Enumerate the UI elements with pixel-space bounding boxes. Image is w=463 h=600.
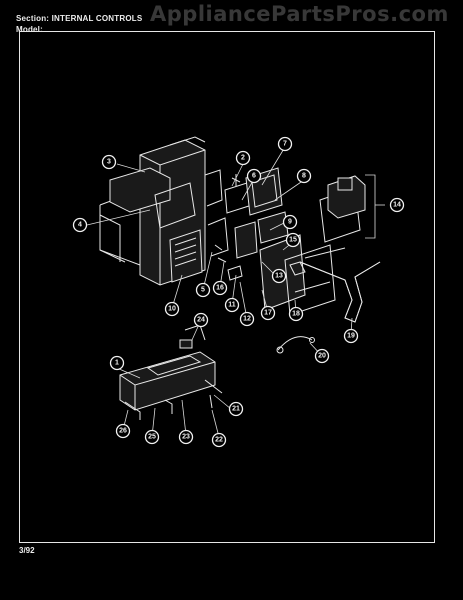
callout-4: 4 — [72, 217, 88, 233]
callout-10-label: 10 — [168, 306, 176, 313]
callout-7-label: 7 — [283, 141, 287, 148]
callout-11-label: 11 — [228, 302, 236, 309]
callout-2: 2 — [235, 150, 251, 166]
callout-17: 17 — [260, 305, 276, 321]
callout-9: 9 — [282, 214, 298, 230]
callout-26-label: 26 — [119, 428, 127, 435]
callout-20: 20 — [314, 348, 330, 364]
callout-20-label: 20 — [318, 353, 326, 360]
callout-16-label: 16 — [216, 285, 224, 292]
callout-7: 7 — [277, 136, 293, 152]
section-title: Section: INTERNAL CONTROLS — [16, 14, 143, 23]
callout-22: 22 — [211, 432, 227, 448]
callout-22-label: 22 — [215, 437, 223, 444]
callout-5-label: 5 — [201, 287, 205, 294]
callout-23-label: 23 — [182, 434, 190, 441]
callout-6-label: 6 — [252, 173, 256, 180]
wire-harness-drawing — [299, 261, 381, 323]
callout-12-label: 12 — [243, 316, 251, 323]
callout-25-label: 25 — [148, 434, 156, 441]
callout-16: 16 — [212, 280, 228, 296]
callout-13-label: 13 — [275, 273, 283, 280]
callout-8-label: 8 — [302, 173, 306, 180]
model-line: Model: — [16, 25, 43, 34]
diagram-header: Section: INTERNAL CONTROLS Model: — [16, 13, 142, 35]
date-code: 3/92 — [19, 546, 35, 555]
callout-15: 15 — [285, 232, 301, 248]
callout-26: 26 — [115, 423, 131, 439]
callout-24-label: 24 — [197, 317, 205, 324]
callout-2-label: 2 — [241, 155, 245, 162]
callout-19: 19 — [343, 328, 359, 344]
callout-15-label: 15 — [289, 237, 297, 244]
callout-8: 8 — [296, 168, 312, 184]
callout-5: 5 — [195, 282, 211, 298]
callout-21-label: 21 — [232, 406, 240, 413]
callout-13: 13 — [271, 268, 287, 284]
callout-14-label: 14 — [393, 202, 401, 209]
control-board-drawing — [119, 324, 223, 420]
watermark-logo: AppliancePartsPros.com — [150, 2, 449, 26]
diagram-frame — [19, 31, 435, 543]
callout-14: 14 — [389, 197, 405, 213]
callout-12: 12 — [239, 311, 255, 327]
callout-11: 11 — [224, 297, 240, 313]
callout-21: 21 — [228, 401, 244, 417]
control-housing-drawing — [99, 136, 229, 286]
callout-18-label: 18 — [292, 311, 300, 318]
callout-6: 6 — [246, 168, 262, 184]
callout-9-label: 9 — [288, 219, 292, 226]
callout-1: 1 — [109, 355, 125, 371]
callout-3-label: 3 — [107, 159, 111, 166]
leader-lines — [86, 146, 385, 438]
callout-3: 3 — [101, 154, 117, 170]
callout-25: 25 — [144, 429, 160, 445]
callout-24: 24 — [193, 312, 209, 328]
wire-lead-drawing — [276, 336, 315, 354]
callout-18: 18 — [288, 306, 304, 322]
callout-17-label: 17 — [264, 310, 272, 317]
callout-19-label: 19 — [347, 333, 355, 340]
center-parts-drawing — [214, 167, 289, 281]
callout-23: 23 — [178, 429, 194, 445]
callout-4-label: 4 — [78, 222, 82, 229]
callout-10: 10 — [164, 301, 180, 317]
callout-1-label: 1 — [115, 360, 119, 367]
